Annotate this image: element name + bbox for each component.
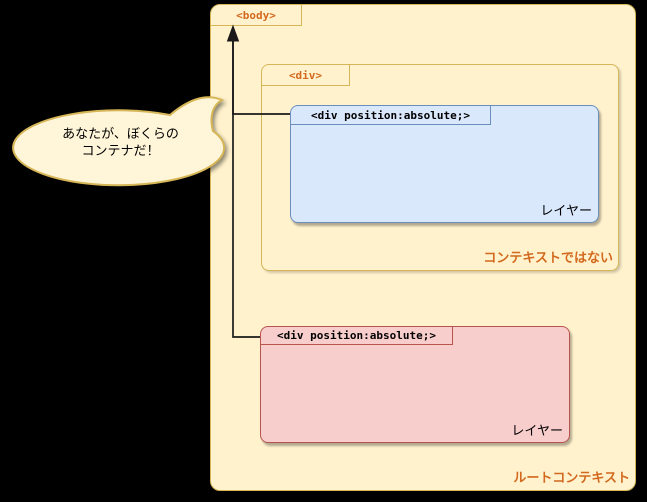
speech-bubble-line1: あなたが、ぼくらの [62, 127, 179, 142]
absolute-layer-pink-tab-label: <div position:absolute;> [277, 329, 436, 342]
absolute-layer-blue-label: レイヤー [540, 204, 592, 219]
absolute-layer-pink: <div position:absolute;> レイヤー [260, 326, 570, 443]
absolute-layer-blue-tab-label: <div position:absolute;> [311, 108, 470, 122]
body-tag-tab: <body> [211, 5, 302, 26]
div-tag-label: <div> [288, 68, 323, 82]
absolute-layer-pink-label: レイヤー [511, 424, 563, 439]
speech-bubble-line2: コンテナだ！ [81, 144, 160, 159]
root-context-label: ルートコンテキスト [513, 471, 630, 486]
absolute-layer-blue: <div position:absolute;> レイヤー [290, 105, 599, 223]
absolute-layer-blue-tab: <div position:absolute;> [291, 106, 491, 125]
non-context-label: コンテキストではない [483, 251, 613, 266]
speech-bubble-text: あなたが、ぼくらの コンテナだ！ [18, 126, 223, 160]
absolute-layer-pink-tab: <div position:absolute;> [261, 327, 453, 345]
div-tag-tab: <div> [262, 65, 350, 86]
body-tag-label: <body> [236, 8, 276, 22]
